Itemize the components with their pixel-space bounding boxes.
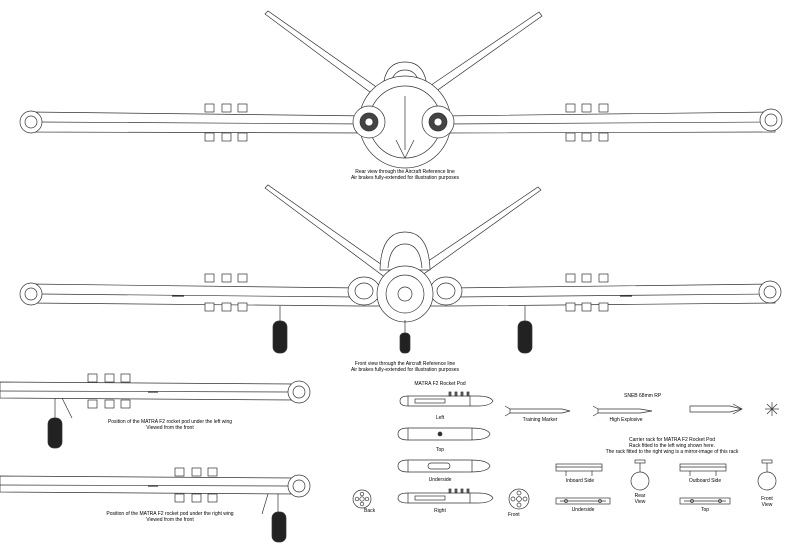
rocket-pod-right-view	[397, 488, 494, 504]
front-view-caption: Front view through the Aircraft Referenc…	[305, 361, 505, 373]
rocket-pod-back-label: Back	[364, 508, 376, 514]
carrier-rack-rear-view	[630, 459, 650, 491]
rocket-pod-left-label: Left	[435, 415, 445, 421]
rocket-pod-underside-label: Underside	[428, 477, 452, 483]
carrier-front-label: Front View	[761, 496, 773, 508]
carrier-rear-label: Rear View	[634, 493, 646, 505]
sneb-rocket-title: SNEB 68mm RP	[624, 393, 662, 399]
training-marker-rocket	[504, 405, 571, 417]
rocket-pod-top-label: Top	[435, 447, 445, 453]
right-wing-caption-line1: Position of the MATRA F2 rocket pod unde…	[106, 511, 234, 517]
carrier-rack-caption: Carrier rack for MATRA F2 Rocket Pod Rac…	[582, 437, 762, 455]
high-explosive-rocket	[592, 405, 653, 417]
carrier-rack-outboard-side	[679, 463, 727, 476]
front-view-aircraft	[19, 184, 782, 354]
carrier-rack-inboard-side	[555, 463, 603, 476]
carrier-outboard-label: Outboard Side	[688, 478, 722, 484]
rocket-pod-front-view	[508, 488, 530, 510]
sneb-rocket	[689, 403, 743, 415]
rocket-pod-right-label: Right	[434, 508, 446, 514]
carrier-rack-caption-line3: The rack fitted to the right wing is a m…	[605, 449, 739, 455]
rocket-pod-title: MATRA F2 Rocket Pod	[414, 381, 466, 387]
carrier-rack-caption-line1: Carrier rack for MATRA F2 Rocket Pod	[628, 437, 716, 443]
rocket-pod-back-view	[352, 489, 372, 509]
rear-view-caption: Rear view through the Aircraft Reference…	[305, 169, 505, 181]
right-wing-detail	[0, 467, 311, 543]
left-wing-detail	[0, 373, 311, 449]
front-view-caption-line1: Front view through the Aircraft Referenc…	[354, 361, 456, 367]
carrier-inboard-label: Inboard Side	[565, 478, 595, 484]
rear-view-caption-line2: Air brakes fully-extended for illustrati…	[350, 175, 460, 181]
carrier-rack-front-view	[757, 459, 777, 491]
high-explosive-label: High Explosive	[609, 417, 643, 423]
right-wing-caption-line2: Viewed from the front	[146, 517, 194, 523]
rear-view-caption-line1: Rear view through the Aircraft Reference…	[355, 169, 455, 175]
carrier-rack-top	[679, 497, 731, 505]
carrier-rack-underside	[555, 497, 611, 505]
left-wing-caption: Position of the MATRA F2 rocket pod unde…	[90, 419, 250, 431]
front-view-caption-line2: Air brakes fully-extended for illustrati…	[350, 367, 460, 373]
left-wing-caption-line1: Position of the MATRA F2 rocket pod unde…	[107, 419, 233, 425]
rocket-pod-underside-view	[397, 459, 491, 473]
carrier-rack-caption-line2: Rack fitted to the left wing shown here.	[629, 443, 715, 449]
rocket-rear-star-icon	[765, 402, 779, 416]
left-wing-caption-line2: Viewed from the front	[146, 425, 194, 431]
carrier-top-label: Top	[700, 507, 710, 513]
rocket-pod-front-label: Front	[508, 512, 520, 518]
rocket-pod-left-view	[399, 391, 494, 407]
rocket-pod-top-view	[397, 427, 491, 441]
right-wing-caption: Position of the MATRA F2 rocket pod unde…	[90, 511, 250, 523]
rear-view-aircraft	[19, 10, 783, 169]
training-marker-label: Training Marker	[522, 417, 558, 423]
carrier-underside-label: Underside	[571, 507, 595, 513]
